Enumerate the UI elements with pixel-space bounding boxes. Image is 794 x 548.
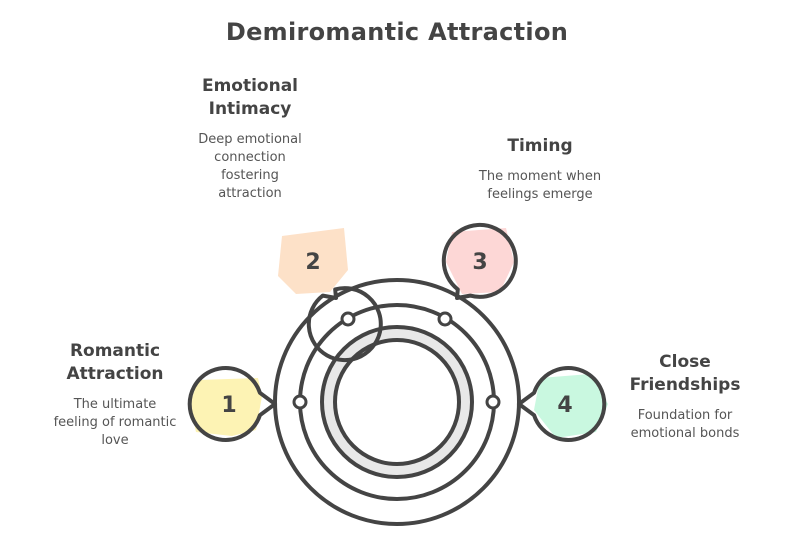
- description-line: Deep emotional: [198, 132, 302, 147]
- ring-node-1: [292, 394, 308, 410]
- item-label-1: Romantic Attraction The ultimate feeling…: [30, 340, 200, 450]
- description-line: love: [101, 433, 129, 448]
- description-line: The moment when: [478, 169, 602, 184]
- heading-line: Romantic: [69, 341, 161, 361]
- description-line: The ultimate: [73, 397, 157, 412]
- item-description-3: The moment when feelings emerge: [460, 168, 620, 204]
- ring-node-2: [340, 311, 356, 327]
- step-bubble-4: 4: [517, 366, 608, 442]
- heading-line: Emotional: [201, 76, 299, 96]
- heading-line: Timing: [507, 136, 573, 156]
- step-number-4: 4: [557, 393, 572, 418]
- heading-line: Intimacy: [208, 99, 292, 119]
- item-description-4: Foundation for emotional bonds: [610, 407, 760, 443]
- item-label-3: Timing The moment when feelings emerge: [460, 135, 620, 204]
- ring-node-3: [437, 311, 453, 327]
- step-number-3: 3: [472, 250, 487, 275]
- inner-ring: [320, 325, 474, 479]
- description-line: connection: [214, 150, 286, 165]
- step-bubble-2: 2: [278, 228, 383, 363]
- core-ring: [333, 338, 461, 466]
- description-line: attraction: [218, 186, 282, 201]
- description-line: fostering: [221, 168, 279, 183]
- ring-node-4: [485, 394, 501, 410]
- description-line: Foundation for: [637, 408, 733, 423]
- item-label-4: Close Friendships Foundation for emotion…: [610, 351, 760, 443]
- step-number-2: 2: [305, 250, 320, 275]
- step-number-1: 1: [221, 393, 236, 418]
- description-line: emotional bonds: [630, 426, 740, 441]
- item-heading-3: Timing: [460, 135, 620, 158]
- item-heading-1: Romantic Attraction: [30, 340, 200, 386]
- item-description-2: Deep emotional connection fostering attr…: [175, 131, 325, 203]
- item-description-1: The ultimate feeling of romantic love: [30, 396, 200, 450]
- step-bubble-1: 1: [187, 366, 277, 442]
- item-heading-4: Close Friendships: [610, 351, 760, 397]
- item-label-2: Emotional Intimacy Deep emotional connec…: [175, 75, 325, 203]
- heading-line: Close: [659, 352, 711, 372]
- item-heading-2: Emotional Intimacy: [175, 75, 325, 121]
- description-line: feeling of romantic: [53, 415, 177, 430]
- heading-line: Attraction: [66, 364, 164, 384]
- inner-gray-band: [323, 328, 471, 476]
- heading-line: Friendships: [629, 375, 741, 395]
- step-bubble-3: 3: [441, 222, 518, 300]
- diagram-title: Demiromantic Attraction: [225, 18, 569, 46]
- description-line: feelings emerge: [487, 187, 593, 202]
